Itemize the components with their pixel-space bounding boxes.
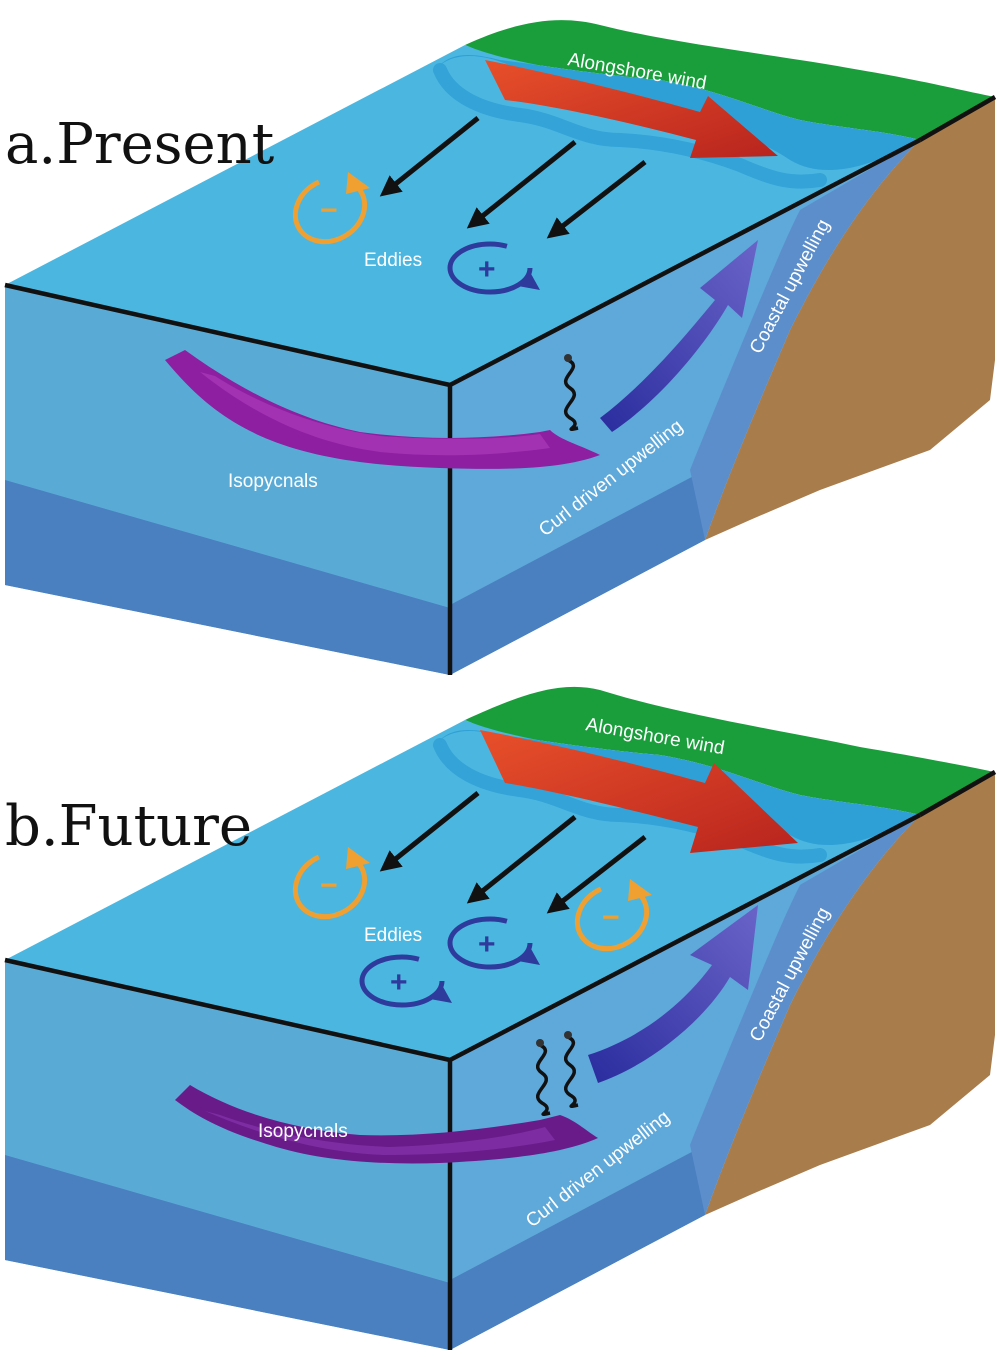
ekman-transport-arrows <box>379 116 647 239</box>
upwelling-arrow <box>588 905 758 1083</box>
shelf-slope <box>450 470 710 675</box>
coastal-upwelling-zone <box>690 815 920 1215</box>
upwelling-arrow <box>600 240 758 432</box>
coastal-upwelling-zone <box>690 140 920 540</box>
panel-present: Alongshore wind − + Eddies Isopycnals Co… <box>4 20 997 675</box>
land-surface <box>465 686 995 815</box>
eddy-sign: + <box>478 253 496 286</box>
land-surface <box>465 20 995 140</box>
eddy-anticyclonic: − <box>292 172 370 245</box>
eddy-anticyclonic: − <box>292 847 370 920</box>
eddy-sign: − <box>320 869 338 902</box>
eddies-label: Eddies <box>364 250 422 271</box>
eddy-cyclonic: + <box>447 916 540 970</box>
eddy-sign: + <box>478 928 496 961</box>
wind-arrow <box>485 60 778 158</box>
wind-arrow <box>480 730 798 853</box>
eddy-sign: + <box>390 966 408 999</box>
eddy-anticyclonic: − <box>574 879 652 952</box>
mixing-squiggle <box>563 1035 579 1108</box>
eddy-sign: − <box>320 194 338 227</box>
mixing-squiggle <box>563 358 579 431</box>
isopycnals-label: Isopycnals <box>228 471 318 492</box>
panel-title: b.Future <box>5 794 252 859</box>
panel-title: a.Present <box>5 112 275 177</box>
front-deep-layer <box>5 480 450 675</box>
isopycnals-label: Isopycnals <box>258 1121 348 1142</box>
eddy-cyclonic: + <box>359 954 452 1008</box>
coastal-cliff <box>705 772 995 1215</box>
eddy-cyclonic: + <box>447 241 540 295</box>
coastal-cliff <box>705 97 995 540</box>
ekman-transport-arrows <box>379 791 647 914</box>
mixing-squiggle <box>535 1043 551 1116</box>
front-deep-layer <box>5 1155 450 1350</box>
shelf-slope <box>450 1145 710 1350</box>
eddies-label: Eddies <box>364 925 422 946</box>
panel-future: Alongshore wind − + − + Eddies <box>4 686 997 1350</box>
eddy-sign: − <box>602 901 620 934</box>
